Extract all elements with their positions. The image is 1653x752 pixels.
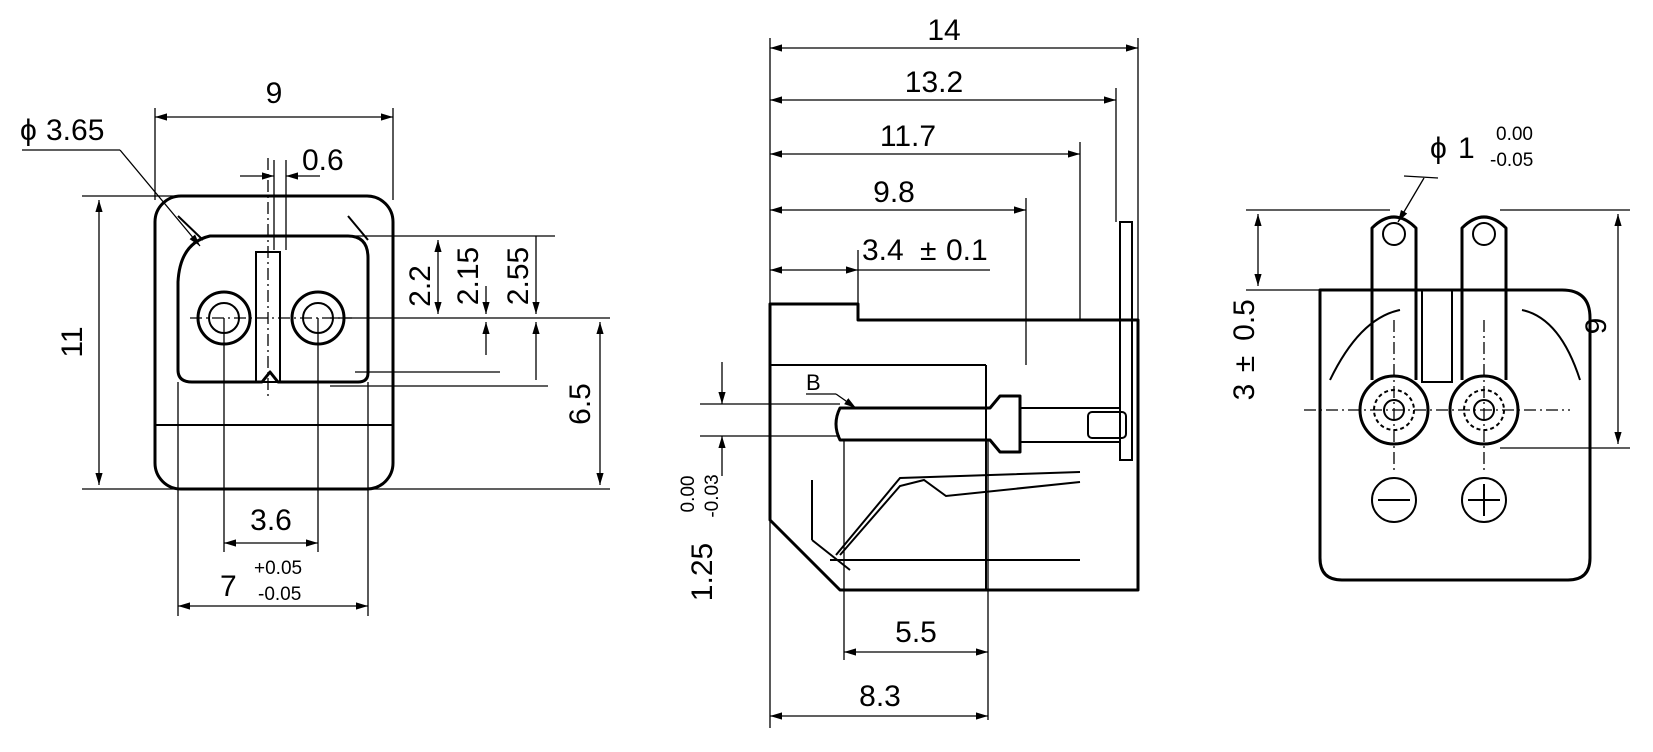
front-offset-label: 6.5 [564,383,597,425]
side-pin-shaft [1019,407,1121,443]
front-outer-width-label: 7 [220,570,237,603]
side-view: 14 13.2 11.7 9.8 3.4 ± 0.1 B 1.25 0.00 -… [678,14,1140,728]
front-dim-c-label: 2.55 [502,247,535,305]
front-height-label: 11 [56,326,89,357]
rear-pin-offset-label: 3 [1228,384,1261,401]
side-pin-dia-label: 1.25 [686,543,719,601]
front-dim-a-label: 2.2 [404,265,437,307]
rear-inner-arc-right [1521,309,1581,381]
rear-body-outline [1318,288,1592,582]
side-pin-tip [1087,411,1127,439]
rear-phi-leader-slant [1397,177,1425,223]
rear-plus-symbol [1461,477,1507,523]
side-pin [834,394,1022,454]
rear-tab-left [1370,215,1418,380]
front-pitch-label: 3.6 [250,504,292,537]
side-depth-c-label: 9.8 [873,176,915,209]
rear-pin-offset-tol-symbol: ± [1228,356,1261,372]
front-width-label: 9 [266,77,283,110]
rear-minus-symbol [1371,477,1417,523]
front-diameter-symbol: ϕ [20,114,37,147]
side-insert-tol-label: 0.1 [946,234,988,267]
side-bottom-b-label: 8.3 [859,680,901,713]
front-outer-width-tol-upper: +0.05 [254,558,302,579]
front-chamfer-left [177,215,204,241]
rear-tab-right-hole [1472,222,1496,246]
front-gap-label: 0.6 [302,144,344,177]
rear-height-label: 9 [1580,318,1613,335]
front-view: 9 11 ϕ 3.65 0.6 2.2 2.15 2.55 [20,77,610,616]
side-spring-contact-inner [835,471,1081,556]
rear-hole-tol-upper: 0.00 [1496,124,1533,145]
rear-hole-tol-lower: -0.05 [1490,150,1533,171]
side-detail-label: B [806,370,821,395]
phi-leader-slant [119,149,201,247]
side-overall-label: 14 [927,14,960,47]
detail-b-leader [835,393,857,409]
rear-tab-right [1460,215,1508,380]
rear-hole-symbol: ϕ [1430,132,1447,165]
side-depth-a-label: 13.2 [905,66,963,99]
front-outer-width-tol-lower: -0.05 [258,584,301,605]
side-insert-tol-symbol: ± [920,234,936,267]
side-pin-dia-tol-upper: 0.00 [678,476,699,513]
side-pin-dia-tol-lower: -0.03 [702,474,723,517]
side-depth-b-label: 11.7 [880,120,936,153]
rear-center-slot [1421,289,1453,383]
front-cavity-outline [176,234,370,384]
front-diameter-label: 3.65 [46,114,104,147]
rear-hole-label: 1 [1458,132,1475,165]
rear-pin-offset-tol-label: 0.5 [1228,299,1261,341]
side-insert-label: 3.4 [862,234,904,267]
side-spring-contact [839,478,1081,556]
front-dim-b-label: 2.15 [452,247,485,305]
rear-tab-left-hole [1382,222,1406,246]
side-bottom-a-label: 5.5 [895,616,937,649]
rear-inner-arc-left [1329,309,1401,381]
rear-phi-leader-h [1403,175,1439,179]
rear-view: − + ϕ 1 0.00 -0.05 3 ± 0.5 9 [1228,124,1630,582]
side-body-outline [768,302,1140,592]
side-rear-flange [1119,221,1133,461]
